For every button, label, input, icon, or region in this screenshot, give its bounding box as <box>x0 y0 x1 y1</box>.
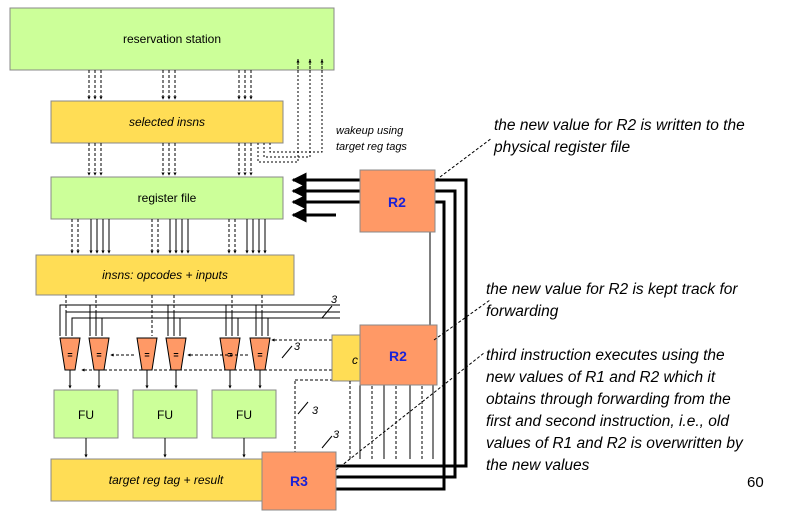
comparator-4: = <box>165 337 187 371</box>
svg-text:the new value for R2 is writte: the new value for R2 is written to the <box>494 117 745 134</box>
svg-text:the new value for R2 is kept t: the new value for R2 is kept track for <box>486 281 738 298</box>
r2-top-label: R2 <box>388 194 406 210</box>
regfile-to-insns-arrows <box>70 219 267 254</box>
wire-count-label-1: 3 <box>331 294 338 306</box>
svg-text:=: = <box>67 350 72 360</box>
result-tag-wires <box>294 379 332 459</box>
svg-text:physical register file: physical register file <box>493 139 630 156</box>
fu-to-result-arrows <box>84 438 246 458</box>
comparator-5: = <box>219 337 241 371</box>
annotation-1: the new value for R2 is written to the p… <box>493 117 745 156</box>
wakeup-note-line1: wakeup using <box>336 125 404 137</box>
wire-count-slash-1 <box>321 305 333 319</box>
svg-text:obtains through forwarding fro: obtains through forwarding from the <box>486 391 731 408</box>
fu-box-3: FU <box>211 389 277 439</box>
wire-count-label-4: 3 <box>333 429 340 441</box>
comparator-3: = <box>136 337 158 371</box>
insns-to-comparator-lines <box>65 295 263 336</box>
svg-text:=: = <box>96 350 101 360</box>
svg-text:=: = <box>173 350 178 360</box>
svg-text:values of R1 and R2 is overwri: values of R1 and R2 is overwritten by <box>486 435 744 452</box>
selected-insns-box: selected insns <box>50 100 284 144</box>
reservation-station-box: reservation station <box>9 7 335 71</box>
comparator-1: = <box>59 337 81 371</box>
wakeup-note: wakeup using target reg tags <box>336 125 407 153</box>
register-file-label: register file <box>138 191 197 205</box>
comparator-to-fu-arrows <box>68 370 262 389</box>
svg-text:=: = <box>257 350 262 360</box>
reservation-station-label: reservation station <box>123 32 221 46</box>
r2-mid-label: R2 <box>389 348 407 364</box>
wakeup-note-line2: target reg tags <box>336 141 407 153</box>
annotation-leaders <box>335 137 493 471</box>
comparators: = = = = = = <box>59 337 271 371</box>
r3-register: R3 <box>261 451 337 511</box>
rs-to-selected-arrows <box>87 70 253 100</box>
annotation-3: third instruction executes using the new… <box>486 347 744 474</box>
comparator-6: = <box>249 337 271 371</box>
insns-opcodes-inputs-label: insns: opcodes + inputs <box>102 268 228 282</box>
comparator-bus-lines <box>59 304 340 336</box>
svg-text:first and second instruction,: first and second instruction, i.e., old <box>486 413 730 430</box>
insns-opcodes-inputs-box: insns: opcodes + inputs <box>35 254 295 296</box>
r2-top-register: R2 <box>359 169 436 233</box>
r3-label: R3 <box>290 473 308 489</box>
target-reg-tag-result-label: target reg tag + result <box>109 473 224 487</box>
r2-mid-register: R2 <box>359 324 438 386</box>
comparator-2: = <box>88 337 110 371</box>
wire-count-label-2: 3 <box>294 341 301 353</box>
target-reg-tag-result-box: target reg tag + result <box>50 458 282 502</box>
fu-box-2: FU <box>132 389 198 439</box>
svg-text:forwarding: forwarding <box>486 303 559 320</box>
wire-count-slash-4 <box>321 435 333 449</box>
fu-box-1: FU <box>53 389 119 439</box>
fu-label-3: FU <box>236 408 252 422</box>
svg-text:new values of R1 and R2 which: new values of R1 and R2 which it <box>486 369 716 386</box>
fu-label-2: FU <box>157 408 173 422</box>
selected-to-regfile-arrows <box>87 143 253 176</box>
svg-text:the new values: the new values <box>486 457 590 474</box>
svg-text:=: = <box>144 350 149 360</box>
fu-label-1: FU <box>78 408 94 422</box>
wire-count-slash-2 <box>281 345 293 359</box>
wire-count-slash-3 <box>297 401 309 415</box>
selected-insns-label: selected insns <box>129 115 205 129</box>
annotation-2: the new value for R2 is kept track for f… <box>486 281 738 320</box>
page-number: 60 <box>747 474 764 491</box>
svg-text:c: c <box>352 353 358 367</box>
register-file-box: register file <box>50 176 284 220</box>
wakeup-feedback-lines <box>257 58 324 163</box>
wire-count-label-3: 3 <box>312 405 319 417</box>
svg-text:third instruction executes usi: third instruction executes using the <box>486 347 725 364</box>
forward-arrows-left <box>81 338 332 372</box>
